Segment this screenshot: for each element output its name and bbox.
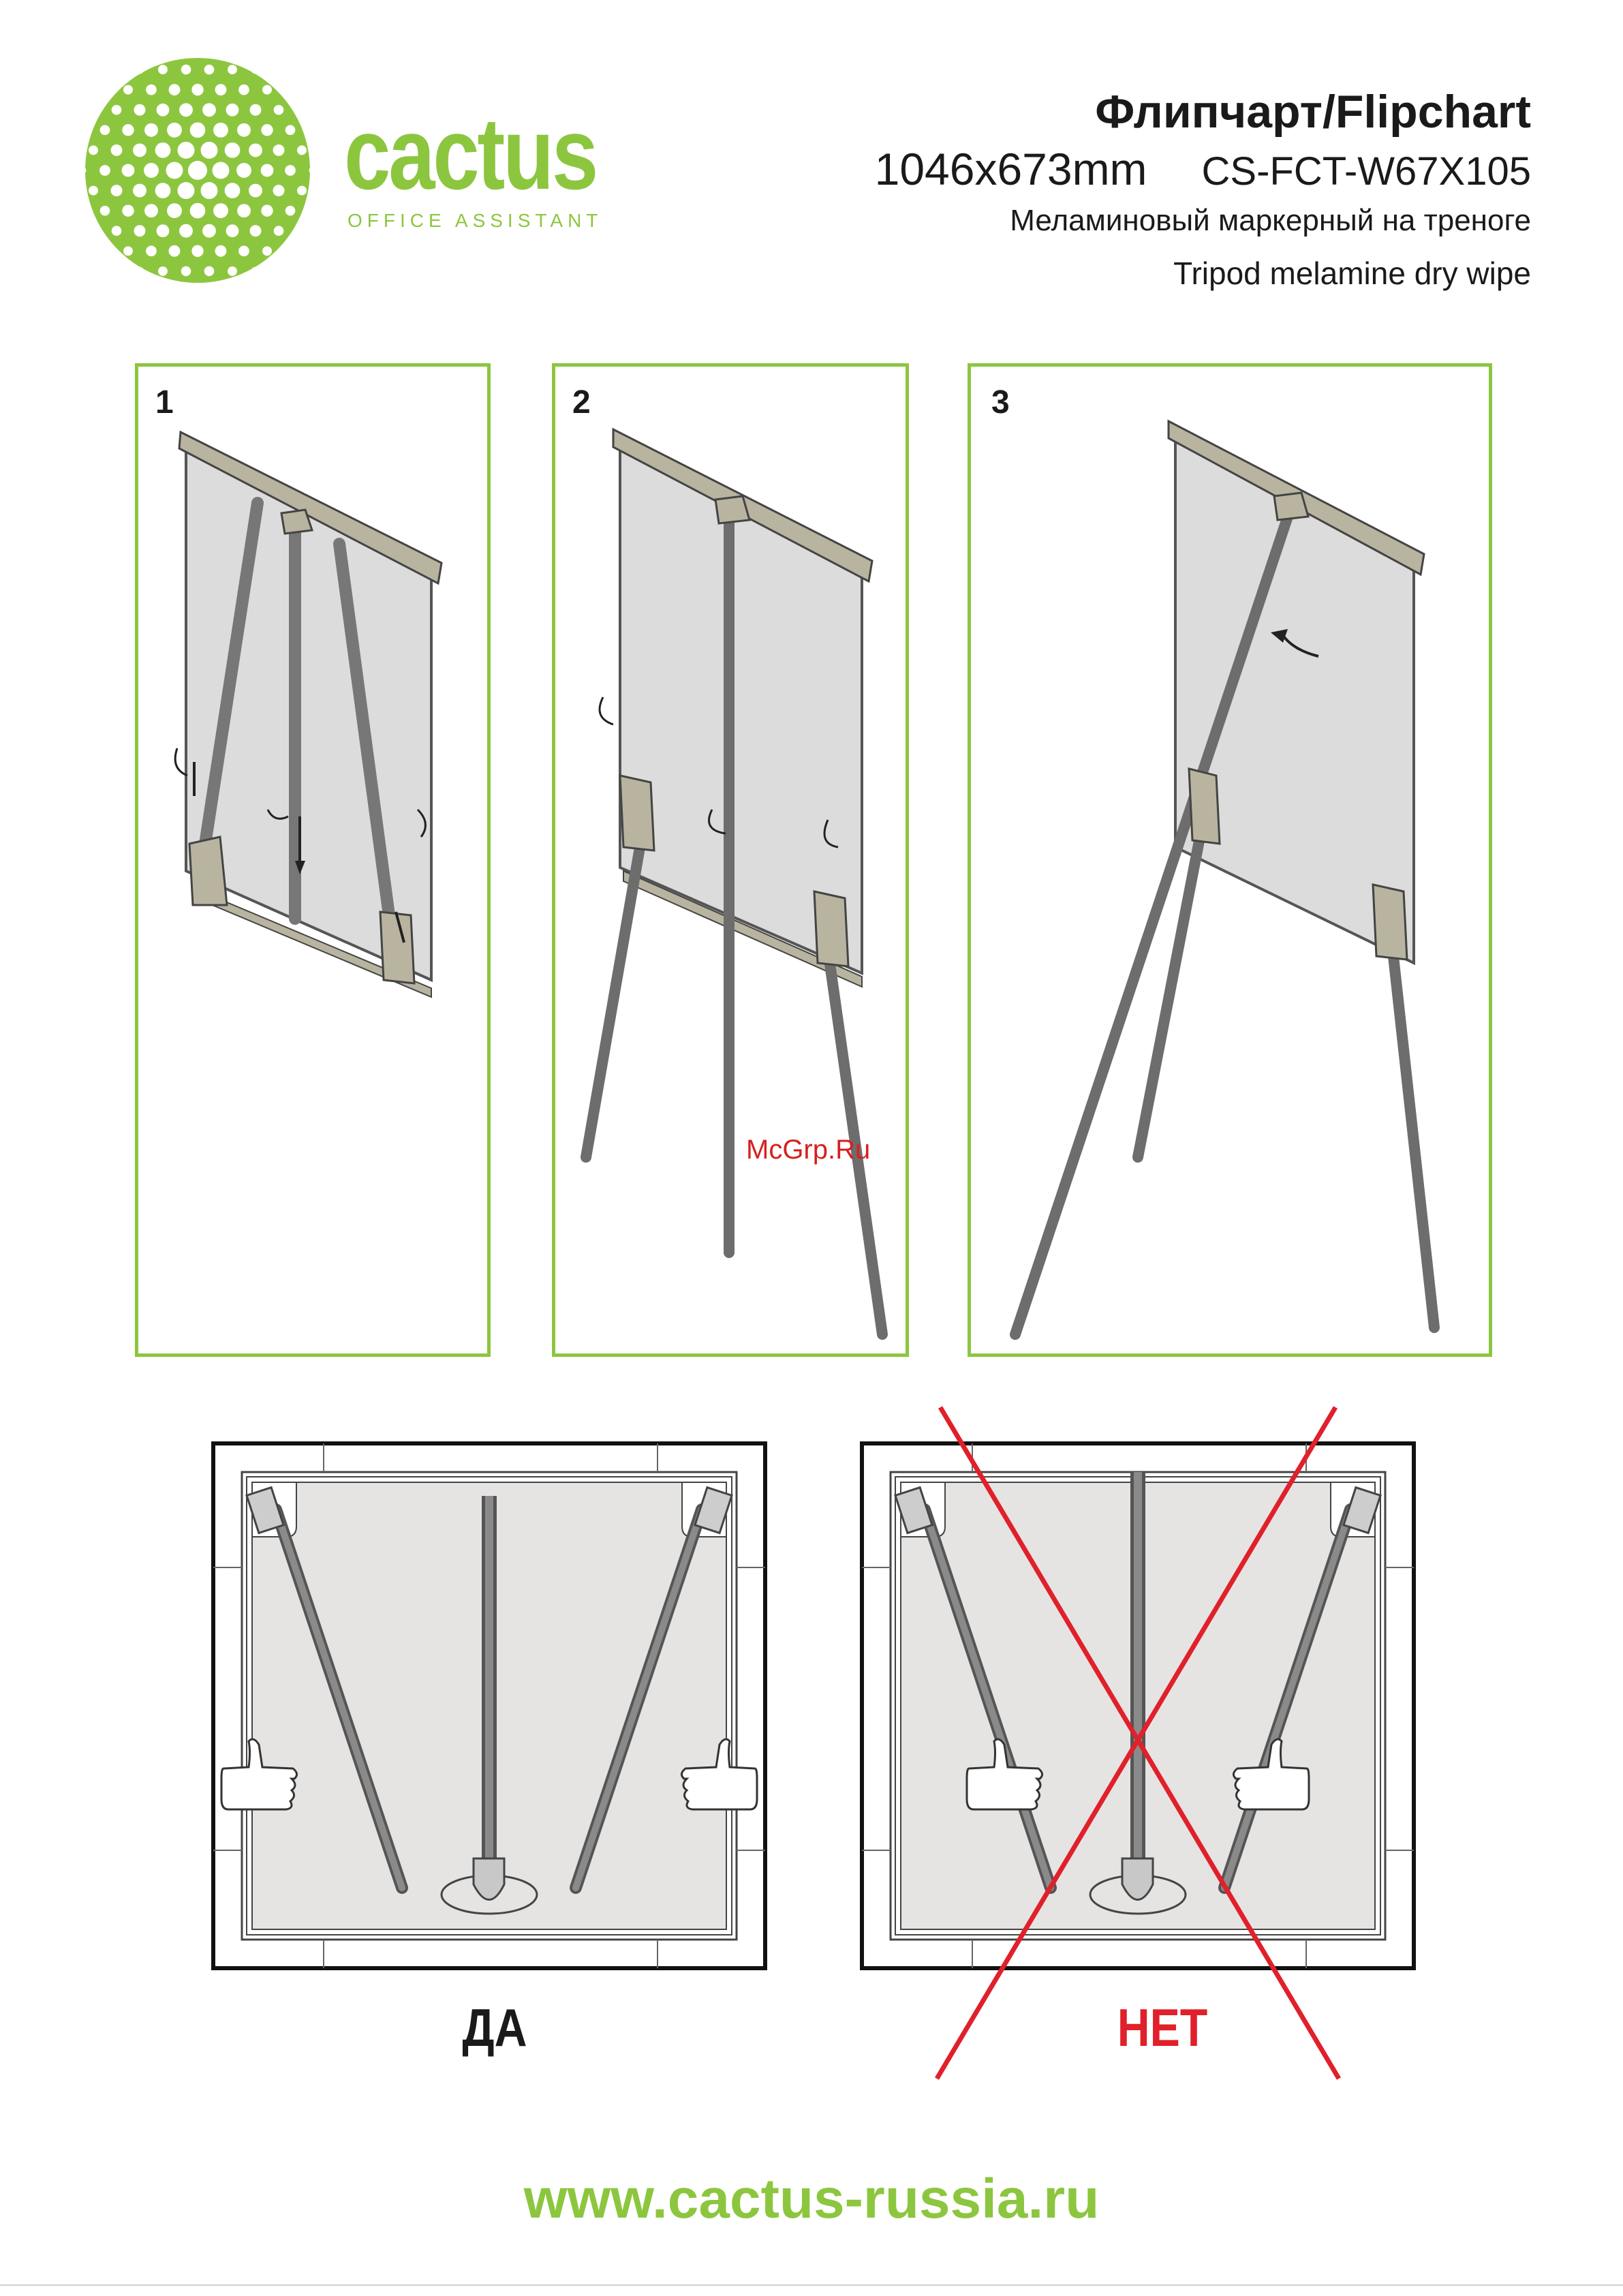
website-link[interactable]: www.cactus-russia.ru: [0, 2167, 1623, 2231]
incorrect-label: НЕТ: [1117, 1997, 1208, 2059]
incorrect-folding-diagram: [859, 1404, 1424, 2085]
product-code: CS-FCT-W67X105: [1202, 149, 1531, 194]
brand-name: cactus: [344, 102, 596, 204]
step-1-illustration: [138, 367, 487, 1353]
step-3-illustration: [971, 367, 1489, 1353]
step-panel-2: 2: [552, 363, 909, 1357]
step-2-illustration: [555, 367, 906, 1353]
cactus-logo-icon: [82, 55, 313, 286]
product-title: Флипчарт/Flipchart: [1095, 89, 1531, 135]
product-subtitle-ru: Меламиновый маркерный на треноге: [1010, 206, 1531, 236]
product-size: 1046x673mm: [875, 144, 1147, 194]
correct-label: ДА: [462, 1997, 527, 2059]
correct-folding-diagram: [211, 1441, 770, 1973]
watermark: McGrp.Ru: [746, 1135, 870, 1165]
brand-tagline: OFFICE ASSISTANT: [347, 210, 602, 232]
page-bottom-rule: [0, 2284, 1623, 2286]
step-panel-3: 3: [968, 363, 1492, 1357]
step-panel-1: 1: [135, 363, 491, 1357]
product-size-line: 1046x673mm CS-FCT-W67X105: [875, 147, 1531, 192]
product-subtitle-en: Tripod melamine dry wipe: [1173, 258, 1531, 289]
